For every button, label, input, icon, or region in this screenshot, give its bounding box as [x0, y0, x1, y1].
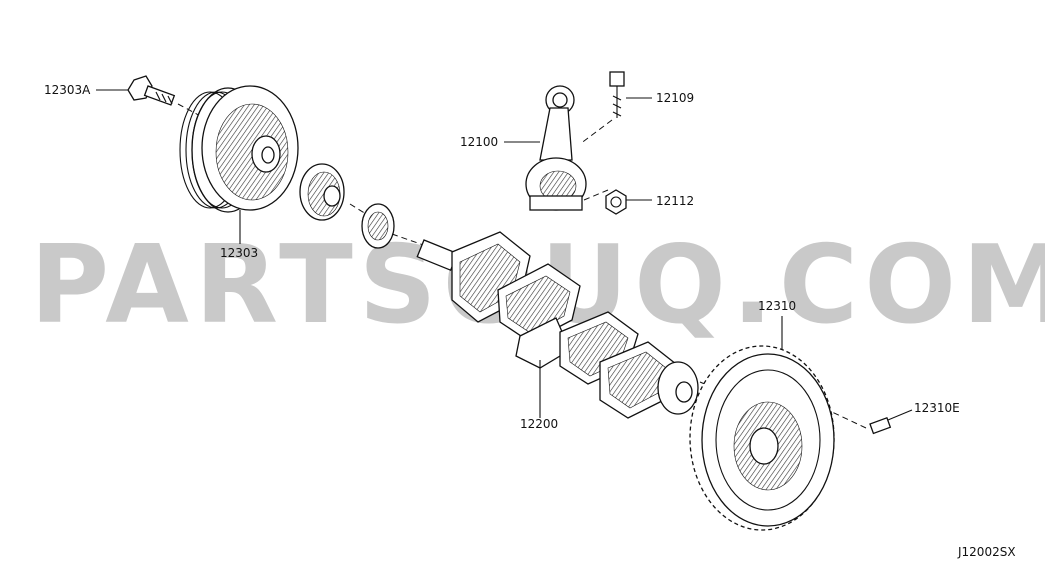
label-12100: 12100 [460, 135, 498, 149]
label-12303: 12303 [220, 246, 258, 260]
figure-code: J12002SX [957, 545, 1016, 559]
rod-bolt-part[interactable] [609, 71, 625, 118]
crank-pulley-part[interactable] [179, 85, 299, 213]
label-12112: 12112 [656, 194, 694, 208]
crank-sprocket-part[interactable] [299, 163, 345, 221]
flywheel-part[interactable] [689, 345, 835, 531]
crankshaft-part[interactable] [416, 231, 699, 419]
label-12310E: 12310E [914, 401, 960, 415]
key-gear-part[interactable] [361, 203, 395, 249]
connecting-rod-part[interactable] [525, 85, 587, 211]
label-12303A: 12303A [44, 83, 91, 97]
flywheel-bolt-part[interactable] [869, 417, 892, 435]
pulley-bolt-part[interactable] [127, 75, 176, 106]
label-12310: 12310 [758, 299, 796, 313]
label-12109: 12109 [656, 91, 694, 105]
rod-nut-part[interactable] [605, 189, 627, 215]
label-12200: 12200 [520, 417, 558, 431]
